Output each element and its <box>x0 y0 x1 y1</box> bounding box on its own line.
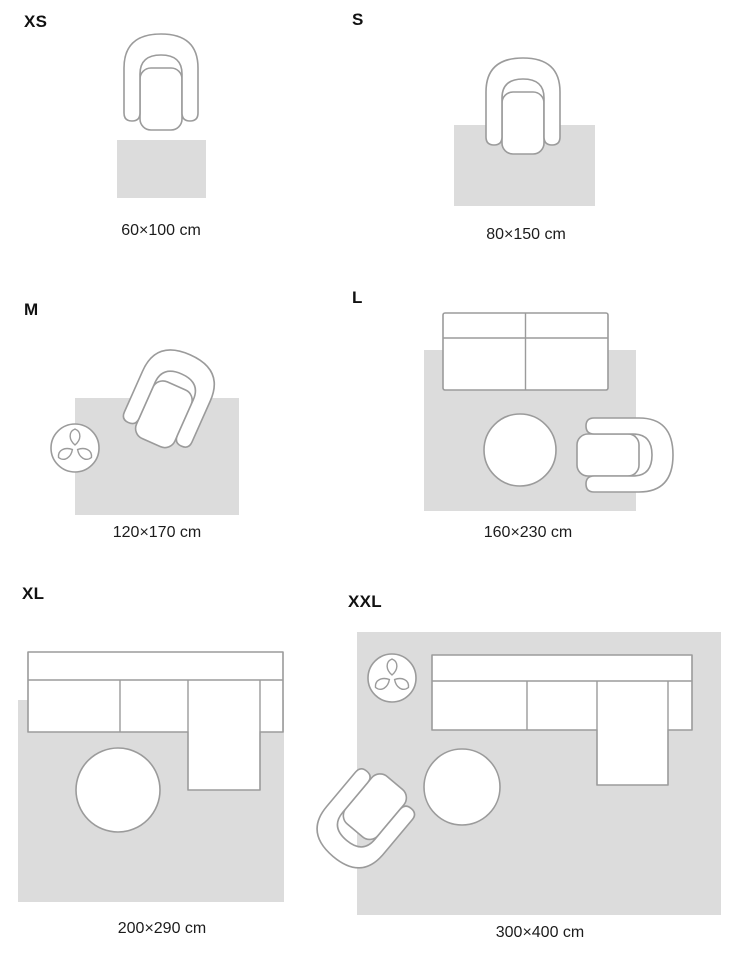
size-label-xxl: XXL <box>348 592 382 611</box>
coffee-table-icon <box>423 748 501 826</box>
size-dimensions-m: 120×170 cm <box>112 524 202 541</box>
size-label-xs: XS <box>24 12 48 31</box>
panel-m <box>50 339 239 515</box>
size-label-s: S <box>352 10 364 29</box>
size-label-xl: XL <box>22 584 45 603</box>
armchair-icon <box>123 33 199 131</box>
panel-xs <box>117 33 206 198</box>
coffee-table-icon <box>75 747 161 833</box>
size-dimensions-l: 160×230 cm <box>483 524 573 541</box>
panel-xl <box>18 651 284 902</box>
panel-xxl <box>303 632 721 915</box>
size-label-m: M <box>24 300 39 319</box>
size-dimensions-xl: 200×290 cm <box>117 920 207 937</box>
armchair-icon <box>576 417 674 493</box>
coffee-table-icon <box>483 413 557 487</box>
size-dimensions-s: 80×150 cm <box>486 226 566 243</box>
size-dimensions-xs: 60×100 cm <box>121 222 201 239</box>
plant-icon <box>367 653 417 703</box>
size-label-l: L <box>352 288 363 307</box>
sofa-icon <box>442 312 609 391</box>
sectional-sofa-icon <box>431 654 693 786</box>
armchair-icon <box>485 57 561 155</box>
panel-l <box>424 312 674 511</box>
rug-shape <box>117 140 206 198</box>
panel-s <box>454 57 595 206</box>
sectional-sofa-icon <box>27 651 284 791</box>
size-dimensions-xxl: 300×400 cm <box>495 924 585 941</box>
plant-icon <box>50 423 100 473</box>
